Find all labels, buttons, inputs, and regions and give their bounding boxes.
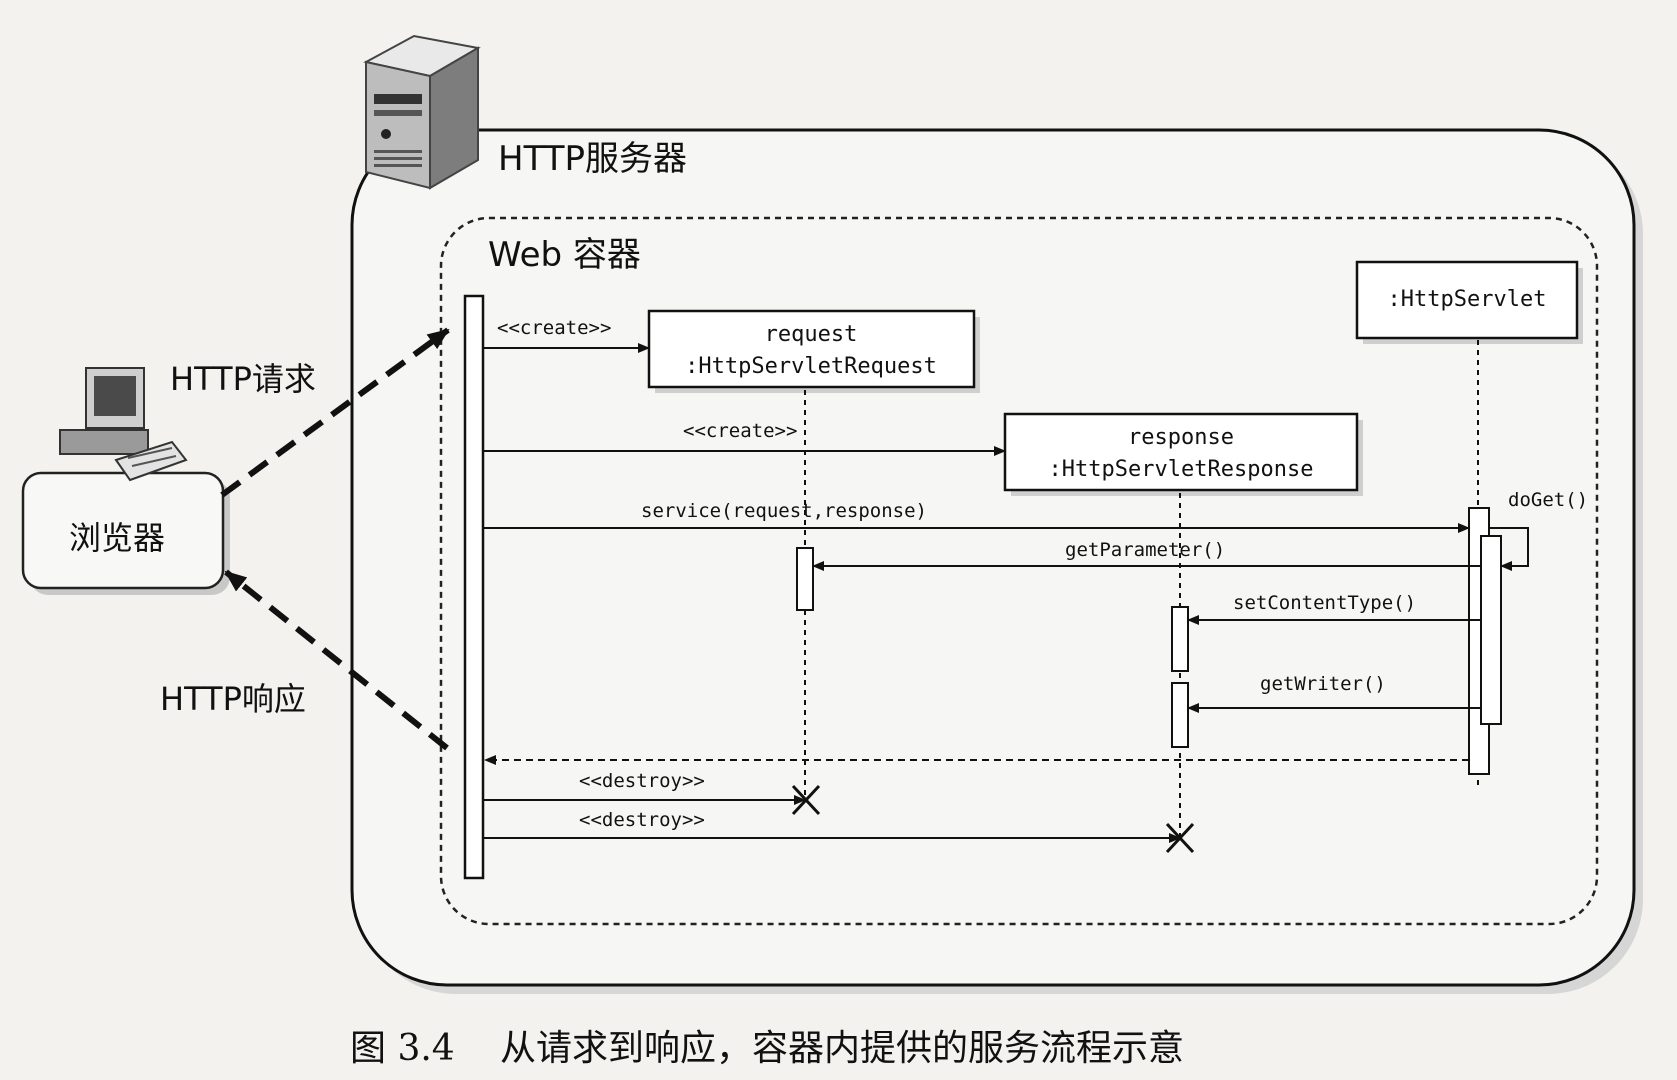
figure-number: 图 3.4	[350, 1028, 455, 1069]
web-container-box	[439, 216, 1599, 926]
doget-activation-bar	[1480, 535, 1502, 725]
http-response-label: HTTP响应	[160, 680, 306, 718]
response-activation-bar-2	[1171, 682, 1189, 748]
set-content-type-label: setContentType()	[1233, 592, 1416, 614]
desktop-computer-icon	[59, 367, 188, 482]
servlet-object-type: :HttpServlet	[1388, 287, 1547, 312]
web-container-label: Web 容器	[488, 235, 641, 275]
container-activation-bar	[463, 294, 485, 880]
browser-box	[21, 471, 230, 595]
response-activation-bar-1	[1171, 606, 1189, 672]
http-response-arrow	[224, 569, 449, 751]
doget-label: doGet()	[1508, 489, 1588, 511]
get-parameter-label: getParameter()	[1065, 539, 1225, 561]
create-response-label: <<create>>	[683, 420, 797, 442]
request-destroy-mark	[791, 784, 821, 816]
http-server-label: HTTP服务器	[498, 139, 687, 179]
response-destroy-mark	[1165, 822, 1195, 854]
request-object-type: :HttpServletRequest	[685, 354, 937, 379]
figure-caption: 从请求到响应，容器内提供的服务流程示意	[500, 1028, 1184, 1069]
browser-label: 浏览器	[69, 519, 165, 557]
request-object-name: request	[765, 322, 858, 347]
response-object-name: response	[1128, 425, 1234, 450]
destroy-response-label: <<destroy>>	[579, 809, 705, 831]
server-tower-icon	[363, 34, 481, 190]
response-object-box	[1003, 412, 1359, 492]
request-activation-bar	[796, 547, 814, 611]
http-request-arrow	[220, 327, 450, 498]
service-call-label: service(request,response)	[641, 500, 927, 522]
response-object-type: :HttpServletResponse	[1049, 457, 1314, 482]
create-request-label: <<create>>	[497, 317, 611, 339]
http-request-label: HTTP请求	[170, 360, 316, 398]
doget-self-call-arrow	[1489, 527, 1529, 571]
servlet-object-box	[1355, 260, 1579, 340]
destroy-request-label: <<destroy>>	[579, 770, 705, 792]
get-writer-label: getWriter()	[1260, 673, 1386, 695]
